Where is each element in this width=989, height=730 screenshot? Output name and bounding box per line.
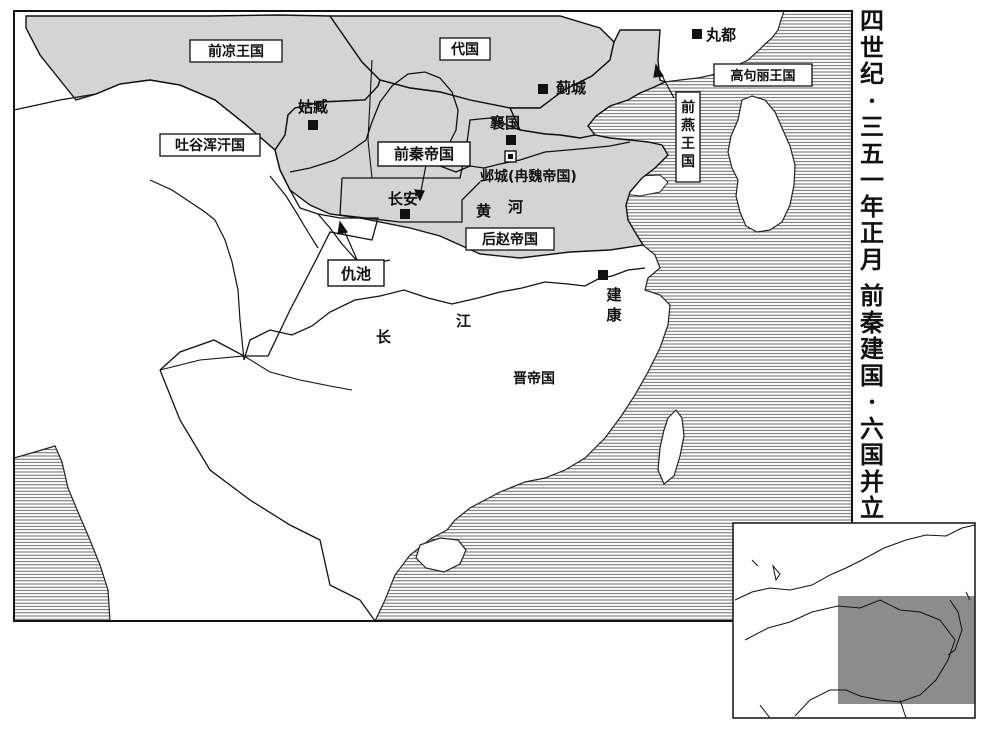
river-huanghe	[289, 71, 631, 173]
marker-xiangguo	[506, 135, 516, 145]
inset-coast	[734, 524, 975, 718]
river-west-2	[269, 175, 319, 249]
marker-yecheng-inner	[508, 154, 513, 159]
inset-map	[732, 522, 976, 719]
pointer-arrows	[337, 63, 675, 263]
city-text-jiankang: 建康	[606, 286, 622, 324]
state-label-gaogouli: 高句丽王国	[713, 63, 813, 87]
state-text-houzhao: 后赵帝国	[482, 231, 538, 248]
inset-frame	[732, 522, 976, 719]
state-label-qianyan: 前燕王国	[675, 91, 701, 183]
river-labels: 黄 河 长 江	[376, 198, 523, 346]
hainan-island	[415, 537, 467, 573]
border-jin	[159, 369, 376, 621]
state-label-qianqin: 前秦帝国	[377, 141, 471, 167]
boundary-houzhao	[339, 117, 521, 223]
state-label-qianliang: 前凉王国	[189, 39, 283, 63]
state-text-qianyan: 前燕王国	[681, 99, 695, 170]
state-text-tuyuhun: 吐谷浑汗国	[175, 137, 245, 154]
river-changjiang	[243, 267, 646, 361]
side-title: 四世纪·三五一年正月 前秦建国·六国并立	[857, 6, 887, 522]
river-south	[159, 355, 353, 391]
inset-islands	[751, 559, 971, 656]
marker-guzang	[308, 120, 318, 130]
city-labels: 姑臧 蓟城 襄国 邺城(冉魏帝国) 长安 丸都 建康	[298, 26, 736, 324]
city-text-changan: 长安	[388, 190, 418, 208]
boundary-qianqin-core	[367, 59, 373, 179]
river-text-jiang: 江	[456, 312, 471, 330]
river-west	[149, 179, 245, 361]
marker-jicheng	[538, 84, 548, 94]
river-text-he: 河	[508, 198, 523, 216]
state-label-dai: 代国	[439, 37, 491, 61]
city-label-chouchi-box: 仇池	[327, 259, 385, 287]
city-text-yecheng: 邺城(冉魏帝国)	[480, 168, 577, 185]
state-text-dai: 代国	[450, 41, 479, 58]
arrow-qianyan-head	[653, 63, 665, 78]
city-markers	[308, 29, 702, 280]
marker-jiankang	[598, 270, 608, 280]
state-text-qianqin: 前秦帝国	[394, 145, 454, 163]
taiwan-island	[657, 409, 685, 485]
arrow-qianqin-head	[413, 189, 425, 202]
state-label-jin: 晋帝国	[513, 370, 555, 387]
city-text-wandu: 丸都	[705, 26, 736, 44]
state-text-qianliang: 前凉王国	[208, 43, 264, 60]
state-label-tuyuhun: 吐谷浑汗国	[159, 133, 261, 157]
inset-highlight	[838, 596, 975, 704]
state-label-houzhao: 后赵帝国	[465, 227, 555, 251]
marker-changan	[400, 209, 410, 219]
territory-qianqin	[274, 79, 669, 259]
map-frame	[13, 10, 853, 622]
city-text-jicheng: 蓟城	[555, 79, 586, 97]
river-text-huang: 黄	[476, 202, 491, 220]
side-title-line-1: 四世纪·三五一年正月	[860, 6, 884, 274]
state-text-gaogouli: 高句丽王国	[730, 68, 795, 84]
river-text-chang: 长	[376, 328, 392, 346]
sea-west	[14, 445, 111, 621]
marker-wandu	[692, 29, 702, 39]
arrow-chouchi	[342, 227, 359, 263]
side-title-line-2: 前秦建国·六国并立	[860, 281, 884, 522]
arrow-chouchi-head	[337, 220, 349, 235]
city-text-chouchi: 仇池	[341, 265, 371, 283]
city-text-xiangguo: 襄国	[489, 114, 520, 132]
state-text-jin: 晋帝国	[513, 370, 555, 387]
korean-peninsula	[727, 95, 796, 233]
city-text-guzang: 姑臧	[298, 98, 328, 116]
border-tuyuhun	[14, 79, 379, 371]
